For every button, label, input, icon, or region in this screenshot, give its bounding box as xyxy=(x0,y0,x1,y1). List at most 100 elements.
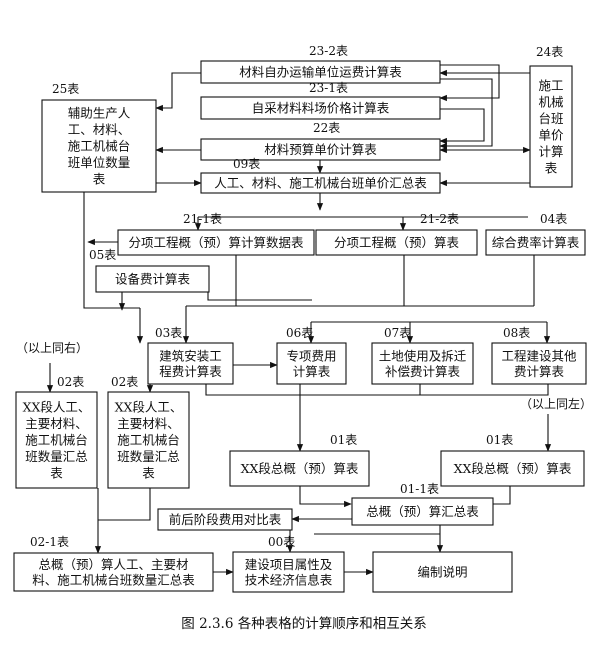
box-tag: 04表 xyxy=(540,212,567,226)
box-frame xyxy=(440,450,585,487)
box-frame xyxy=(371,342,474,385)
box-tag: 02-1表 xyxy=(30,535,69,549)
box-frame xyxy=(147,342,234,385)
box-tag: 08表 xyxy=(503,326,530,340)
box-tag: 01-1表 xyxy=(400,482,439,496)
box-frame xyxy=(232,551,345,593)
box-label-line: 计算表 xyxy=(293,364,331,379)
box-tag: 06表 xyxy=(286,326,313,340)
box-label-line: 建筑安装工 xyxy=(159,348,222,363)
box-label-line: 综合费率计算表 xyxy=(492,235,580,250)
box-tdesc: 编制说明 xyxy=(372,551,513,593)
box-label-line: 计算 xyxy=(538,144,563,159)
box-tag: 22表 xyxy=(313,121,340,135)
box-t02a: 02表 XX段人工、主要材料、施工机械台班数量汇总表 xyxy=(15,375,98,489)
box-tag: 05表 xyxy=(89,248,116,262)
box-label-line: 施工 xyxy=(538,78,563,93)
box-label-line: 机械 xyxy=(538,94,564,109)
box-label-line: XX段人工、 xyxy=(115,400,183,415)
box-tag: 24表 xyxy=(536,45,563,59)
box-label-line: 主要材料、 xyxy=(117,416,180,431)
box-frame xyxy=(117,229,315,256)
box-tag: 21-2表 xyxy=(420,212,459,226)
box-frame xyxy=(491,342,587,385)
box-label-line: 班数量汇总 xyxy=(25,449,88,464)
box-tag: 00表 xyxy=(268,535,295,549)
box-label-line: 费计算表 xyxy=(514,364,565,379)
box-frame xyxy=(200,60,441,84)
box-label-line: XX段总概（预）算表 xyxy=(241,461,359,476)
box-tag: 21-1表 xyxy=(183,212,222,226)
box-tcmp: 前后阶段费用对比表 xyxy=(157,508,293,531)
box-label-line: 分项工程概（预）算计算数据表 xyxy=(128,235,304,250)
box-label-line: 表 xyxy=(93,172,106,187)
box-tag: 02表 xyxy=(57,375,84,389)
box-label-line: 补偿费计算表 xyxy=(385,364,461,379)
box-tag: 01表 xyxy=(486,433,513,447)
box-label-line: 土地使用及拆迁 xyxy=(379,348,467,363)
box-frame xyxy=(529,65,573,188)
box-label-line: 编制说明 xyxy=(417,565,467,580)
box-tag: 23-2表 xyxy=(309,44,348,58)
figure-caption: 图 2.3.6 各种表格的计算顺序和相互关系 xyxy=(181,616,426,632)
box-frame xyxy=(41,99,157,193)
box-label-line: 表 xyxy=(50,466,63,481)
box-label-line: 主要材料、 xyxy=(25,416,88,431)
box-label-line: 自采材料料场价格计算表 xyxy=(252,101,390,116)
box-frame xyxy=(372,551,513,593)
box-tag: 07表 xyxy=(384,326,411,340)
box-tag: 03表 xyxy=(155,326,182,340)
note-same-as-right: （以上同右） xyxy=(16,340,88,355)
box-label-line: 设备费计算表 xyxy=(115,272,191,287)
box-label-line: 辅助生产人 xyxy=(68,106,131,121)
box-label-line: 班单位数量 xyxy=(68,155,131,170)
box-label-line: 分项工程概（预）算表 xyxy=(334,235,460,250)
box-t02b: 02表 XX段人工、主要材料、施工机械台班数量汇总表 xyxy=(107,375,190,489)
box-frame xyxy=(157,508,293,531)
box-frame xyxy=(229,450,370,487)
box-label-line: 表 xyxy=(142,466,155,481)
box-label-line: XX段人工、 xyxy=(23,400,91,415)
box-frame xyxy=(351,497,494,526)
box-label-line: 班数量汇总 xyxy=(117,449,180,464)
box-label-line: 专项费用 xyxy=(286,348,336,363)
box-tag: 09表 xyxy=(233,157,260,171)
box-frame xyxy=(95,265,210,293)
box-label-line: 单价 xyxy=(538,127,564,142)
box-label-line: 工程建设其他 xyxy=(501,348,577,363)
box-label-line: 料、施工机械台班数量汇总表 xyxy=(32,572,195,587)
box-frame xyxy=(315,229,478,256)
table-boxes: 23-2表材料自办运输单位运费计算表23-1表自采材料料场价格计算表22表材料预… xyxy=(13,44,587,593)
box-label-line: 施工机械台 xyxy=(117,433,180,448)
box-label-line: 工、材料、 xyxy=(68,122,131,137)
box-label-line: 人工、材料、施工机械台班单价汇总表 xyxy=(214,176,427,191)
box-tag: 02表 xyxy=(111,375,138,389)
box-label-line: 建设项目属性及 xyxy=(245,557,333,572)
box-label-line: 施工机械台 xyxy=(68,139,131,154)
note-same-as-left: （以上同左） xyxy=(520,396,592,411)
box-label-line: 总概（预）算汇总表 xyxy=(366,504,479,519)
box-frame xyxy=(200,138,441,161)
box-frame xyxy=(200,96,441,120)
box-tag: 23-1表 xyxy=(309,81,348,95)
box-label-line: 施工机械台 xyxy=(25,433,88,448)
